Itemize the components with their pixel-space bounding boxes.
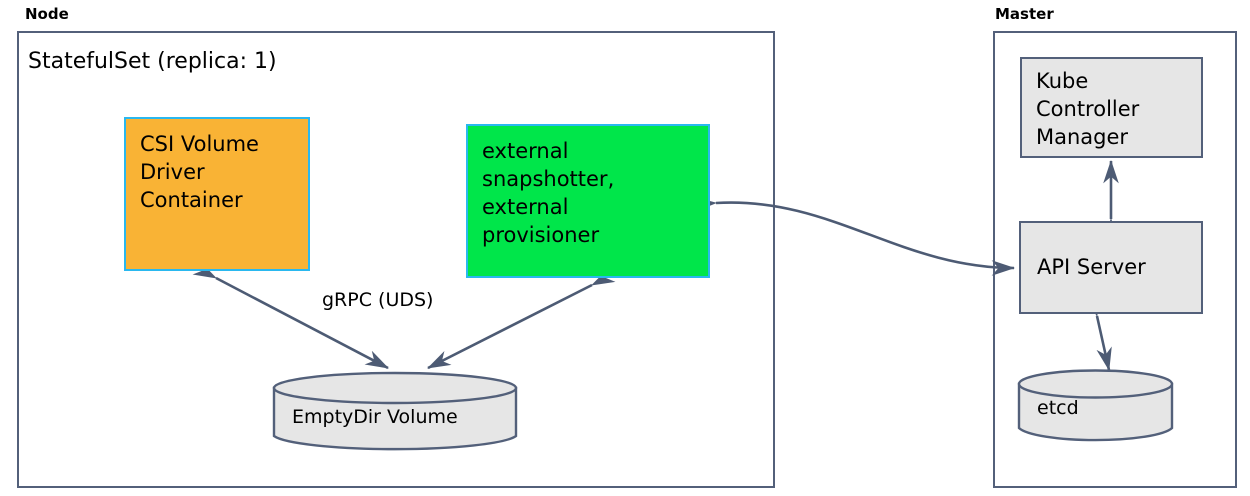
- connector-apiserver-etcd: [1084, 292, 1112, 372]
- grpc-uds-edge-label: gRPC (UDS): [322, 289, 434, 311]
- csi-volume-driver-container-label: CSI Volume Driver Container: [140, 132, 259, 212]
- external-sidecars-label: external snapshotter, external provision…: [482, 139, 615, 247]
- kube-controller-manager-label: Kube Controller Manager: [1036, 69, 1140, 149]
- etcd-cylinder[interactable]: [1017, 369, 1174, 445]
- emptydir-volume-label: EmptyDir Volume: [292, 406, 458, 428]
- kube-controller-manager-box[interactable]: Kube Controller Manager: [1020, 57, 1203, 158]
- api-server-label: API Server: [1037, 254, 1146, 279]
- connector-emptydir-csi: [192, 260, 389, 370]
- etcd-shape: [1017, 369, 1174, 442]
- emptydir-volume-cylinder[interactable]: [272, 371, 518, 453]
- connector-emptydir-sidecars: [427, 267, 616, 370]
- connector-apiserver-sidecars: [693, 196, 1016, 276]
- master-group-label: Master: [995, 5, 1054, 23]
- node-group-label: Node: [25, 5, 69, 23]
- emptydir-volume-shape: [272, 371, 518, 451]
- csi-volume-driver-container-box[interactable]: CSI Volume Driver Container: [124, 117, 310, 271]
- statefulset-title: StatefulSet (replica: 1): [28, 49, 277, 74]
- etcd-label: etcd: [1037, 397, 1079, 419]
- external-sidecars-box[interactable]: external snapshotter, external provision…: [466, 124, 710, 278]
- api-server-box[interactable]: API Server: [1019, 221, 1203, 314]
